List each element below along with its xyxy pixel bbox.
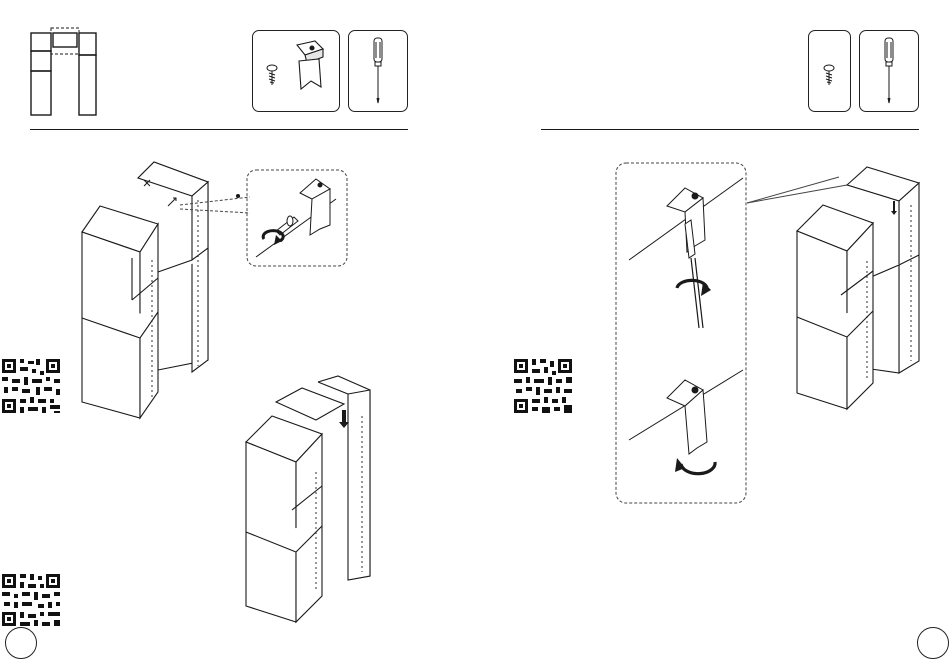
hardware-panel [252, 30, 340, 112]
bracket-detail-callout [246, 169, 356, 269]
qr-code-icon [0, 357, 62, 415]
page-number-left [5, 627, 37, 659]
step-place-top-panel-illustration [244, 376, 384, 626]
header-rule [30, 129, 408, 130]
callout-leader-lines [180, 175, 260, 215]
screw-icon [822, 64, 836, 86]
wall-bracket-detail-box [615, 162, 749, 504]
header-rule [541, 129, 919, 130]
tool-panel [859, 30, 919, 112]
qr-code-icon [0, 572, 62, 628]
qr-code-icon [512, 357, 574, 415]
left-page [0, 0, 475, 662]
screwdriver-icon [371, 38, 385, 104]
hardware-panel [808, 30, 851, 112]
right-page [475, 0, 950, 662]
screw-icon [265, 64, 279, 86]
tool-panel [348, 30, 408, 112]
mounting-bracket-icon [293, 39, 329, 91]
step-assembled-cabinets-illustration [795, 165, 925, 415]
cabinet-layout-overview [28, 28, 108, 118]
screwdriver-icon [882, 38, 896, 104]
page-number-right [917, 627, 949, 659]
